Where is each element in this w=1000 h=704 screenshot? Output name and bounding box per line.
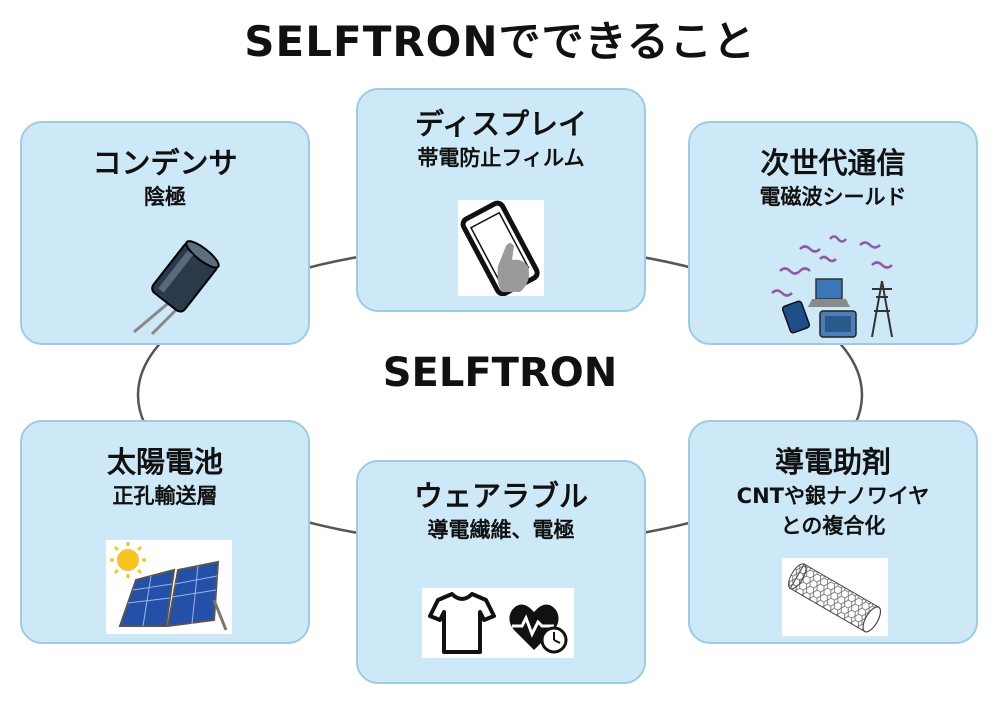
application-card-conductive-additive: 導電助剤 CNTや銀ナノワイヤ との複合化 (688, 420, 978, 644)
application-card-wearable: ウェアラブル 導電繊維、電極 (356, 460, 646, 684)
card-subtext: 電磁波シールド (759, 185, 907, 209)
electromagnetic-wave-devices-icon (771, 235, 893, 338)
center-label: SELFTRON (382, 350, 618, 396)
page-title: SELFTRONでできること (244, 17, 756, 66)
application-card-communication: 次世代通信 電磁波シールド (688, 121, 978, 345)
smartphone-touch-icon (458, 200, 544, 297)
card-heading: 太陽電池 (106, 445, 223, 479)
application-card-solar-cell: 太陽電池 正孔輸送層 (20, 420, 310, 644)
application-card-capacitor: コンデンサ 陰極 (20, 121, 310, 345)
card-heading: ディスプレイ (415, 107, 587, 141)
carbon-nanotube-icon (782, 558, 888, 636)
card-subtext: 陰極 (144, 185, 186, 209)
card-heading: コンデンサ (92, 146, 238, 180)
card-subtext: 導電繊維、電極 (427, 518, 575, 542)
capacitor-icon (133, 240, 220, 336)
application-card-display: ディスプレイ 帯電防止フィルム (356, 88, 646, 312)
card-subtext: 正孔輸送層 (112, 484, 218, 508)
card-subtext-line2: との複合化 (780, 514, 886, 538)
card-heading: 次世代通信 (760, 146, 906, 180)
card-subtext: 帯電防止フィルム (417, 146, 585, 170)
card-heading: ウェアラブル (413, 479, 588, 513)
card-heading: 導電助剤 (774, 445, 891, 479)
tshirt-heart-monitor-icon (422, 588, 574, 658)
solar-panel-icon (106, 540, 232, 634)
card-subtext: CNTや銀ナノワイヤ (736, 484, 930, 508)
